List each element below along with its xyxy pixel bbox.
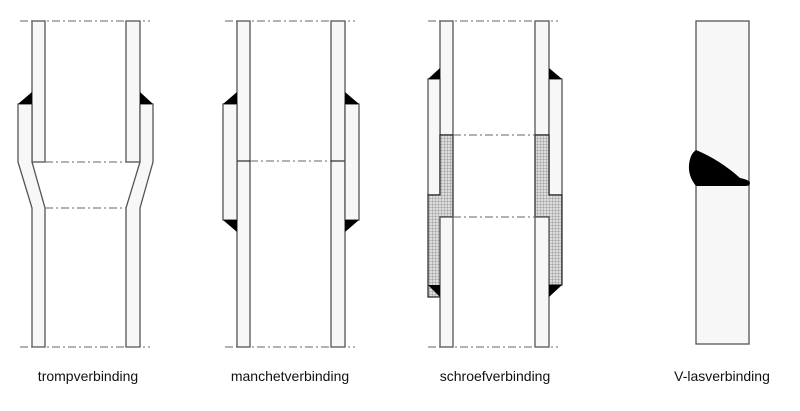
vlas-joint-drawing [688, 20, 750, 345]
v-weld [688, 150, 750, 186]
tromp-joint-drawing [17, 20, 154, 348]
weld-right [140, 92, 153, 104]
weld-left [18, 92, 32, 104]
schroef-joint-drawing [427, 20, 563, 348]
label-manchetverbinding: manchetverbinding [230, 368, 350, 384]
label-schroefverbinding: schroefverbinding [439, 368, 551, 384]
label-trompverbinding: trompverbinding [37, 368, 139, 384]
label-vlasverbinding: V-lasverbinding [674, 368, 770, 384]
manchet-joint-drawing [222, 20, 360, 348]
